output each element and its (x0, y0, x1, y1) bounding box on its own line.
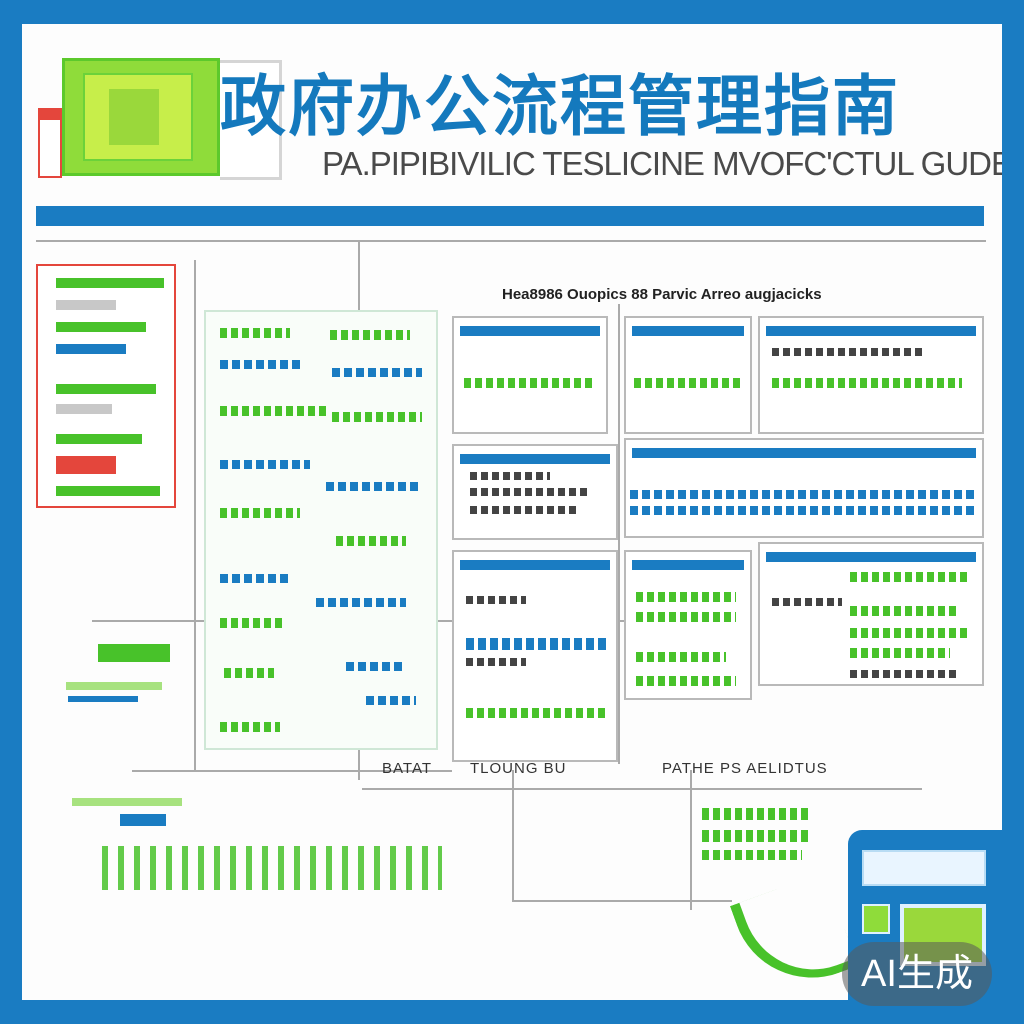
flow-label: BATAT (382, 760, 432, 777)
process-box (758, 316, 984, 434)
process-box (452, 316, 608, 434)
flow-label: TLOUNG BU (470, 760, 567, 777)
flow-label: PATHE PS AELIDTUS (662, 760, 828, 777)
frame-line (690, 770, 692, 910)
process-box (624, 316, 752, 434)
poster-canvas: 政府办公流程管理指南 PA.PIPIBIVILIC TESLICINE MVOF… (22, 24, 1002, 1000)
frame-line (618, 304, 620, 764)
frame-line (194, 260, 196, 770)
process-box (452, 550, 618, 762)
frame-line (512, 770, 514, 900)
process-box (624, 438, 984, 538)
process-box (452, 444, 618, 540)
tree-decoration (102, 846, 442, 890)
header-divider-bar (36, 206, 984, 226)
logo-card (62, 58, 220, 176)
page-subtitle: PA.PIPIBIVILIC TESLICINE MVOFC'CTUL GUDE (322, 145, 1002, 182)
logo-frame (220, 60, 282, 180)
middle-flow-grid (204, 310, 438, 750)
red-tab-icon (38, 108, 62, 178)
frame-line (36, 240, 986, 242)
frame-line (362, 788, 922, 790)
ai-generated-badge: AI生成 (842, 942, 992, 1006)
swoosh-decoration (729, 871, 859, 1000)
process-box (624, 550, 752, 700)
page-title: 政府办公流程管理指南 (220, 69, 900, 143)
process-box (758, 542, 984, 686)
frame-line (132, 770, 452, 772)
left-process-panel (36, 264, 176, 508)
frame-line (512, 900, 732, 902)
section-heading: Hea8986 Ouopics 88 Parvic Arreo augjacic… (502, 286, 822, 303)
